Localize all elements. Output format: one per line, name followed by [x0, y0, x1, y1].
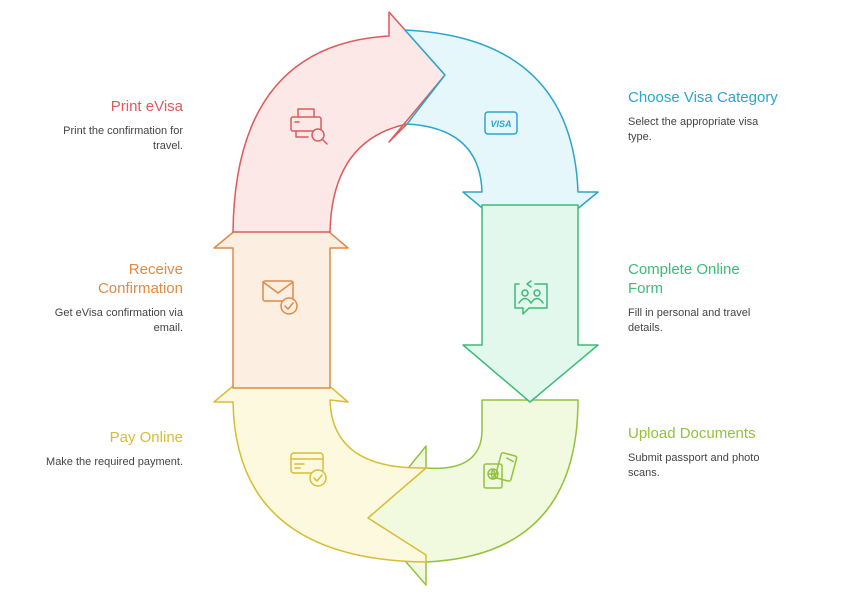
step-print-evisa: Print eVisa Print the confirmation for t… [3, 97, 183, 154]
arrow-upload-documents [367, 399, 579, 586]
step-title: Print eVisa [110, 98, 183, 115]
step-complete-online-form: Complete Online Form Fill in personal an… [628, 260, 808, 336]
step-description: Select the appropriate visa type. [628, 116, 759, 143]
step-title: Complete Online Form [628, 261, 740, 297]
step-receive-confirmation: Receive Confirmation Get eVisa confirmat… [3, 260, 183, 336]
step-title: Upload Documents [628, 425, 756, 442]
credit-card-check-icon [290, 452, 327, 487]
step-description: Submit passport and photo scans. [628, 452, 760, 479]
step-title: Receive Confirmation [97, 261, 183, 297]
arrow-print-evisa [232, 11, 446, 233]
online-form-icon [514, 280, 548, 315]
visa-card-icon: VISA [484, 111, 518, 135]
passport-ticket-icon [483, 452, 518, 489]
step-description: Print the confirmation for travel. [63, 125, 183, 152]
printer-search-icon [290, 108, 328, 145]
step-choose-visa-category: Choose Visa Category Select the appropri… [628, 88, 808, 145]
envelope-check-icon [262, 280, 298, 315]
step-description: Make the required payment. [46, 456, 183, 468]
visa-badge-text: VISA [490, 119, 511, 129]
step-title: Choose Visa Category [628, 89, 778, 106]
arrow-choose-visa-category [404, 29, 599, 249]
step-description: Fill in personal and travel details. [628, 307, 751, 334]
step-pay-online: Pay Online Make the required payment. [3, 428, 183, 470]
step-upload-documents: Upload Documents Submit passport and pho… [628, 424, 808, 481]
step-description: Get eVisa confirmation via email. [54, 307, 183, 334]
step-title: Pay Online [109, 429, 183, 446]
